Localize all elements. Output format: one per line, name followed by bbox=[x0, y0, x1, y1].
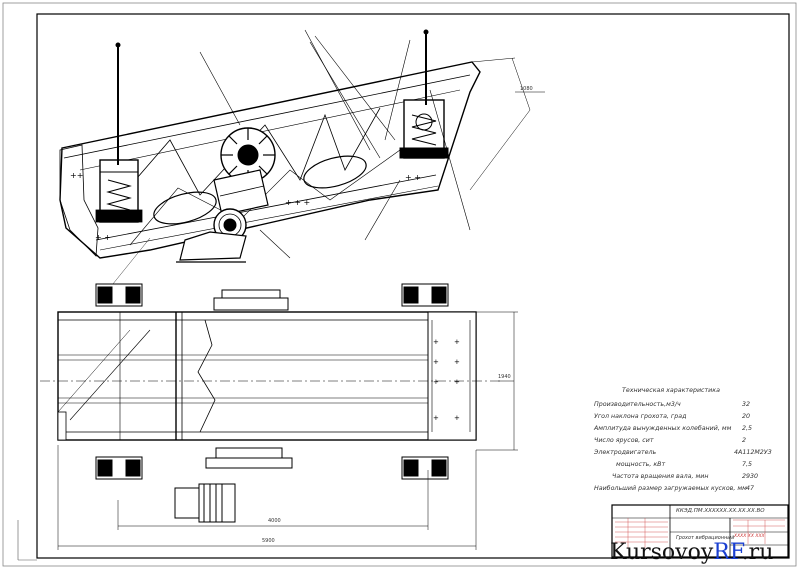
title-block bbox=[611, 504, 789, 558]
svg-text:+: + bbox=[454, 414, 460, 422]
spec-label: Амплитуда вынужденных колебаний, мм bbox=[594, 425, 732, 432]
title-block-doc-code: ККЭД.ПМ.ХХХХХХ.ХХ.ХХ.ХХ.ВО bbox=[676, 508, 765, 514]
watermark-part3: .ru bbox=[741, 540, 774, 565]
spec-label: Угол наклона грохота, град bbox=[594, 413, 687, 420]
dim-bottom-inner: 4000 bbox=[268, 518, 281, 524]
screen-body-plan bbox=[57, 311, 477, 441]
spec-label: Электродвигатель bbox=[594, 449, 657, 456]
svg-text:+ +: + + bbox=[95, 233, 111, 242]
watermark-part2: RF bbox=[713, 540, 742, 565]
dimension-lines bbox=[57, 311, 518, 550]
spec-value: 2,5 bbox=[742, 425, 753, 432]
drawing-frame bbox=[36, 13, 790, 559]
spec-value: 2 bbox=[742, 437, 747, 444]
spec-row: Частота вращения вала, мин 2930 bbox=[594, 473, 764, 484]
svg-text:++: ++ bbox=[70, 171, 83, 180]
watermark-logo: KursovoyRF.ru bbox=[610, 540, 773, 565]
spec-row: Электродвигатель 4А112М2УЗ bbox=[594, 449, 772, 460]
technical-specs-title: Техническая характеристика bbox=[622, 387, 720, 394]
spec-value: 7,5 bbox=[742, 461, 753, 468]
svg-text:+: + bbox=[454, 378, 460, 386]
spec-label: мощность, кВт bbox=[616, 461, 666, 468]
title-block-name: Грохот вибрационный bbox=[676, 535, 735, 541]
spec-label: Число ярусов, сит bbox=[594, 437, 654, 444]
svg-text:+: + bbox=[433, 414, 439, 422]
spec-row: мощность, кВт 7,5 bbox=[594, 461, 764, 472]
spec-row: Амплитуда вынужденных колебаний, мм 2,5 bbox=[594, 425, 764, 436]
title-block-right-code: ХХХХ ХХ ХХХ bbox=[734, 534, 765, 539]
spec-row: Число ярусов, сит 2 bbox=[594, 437, 764, 448]
dim-right-top: 1080 bbox=[520, 86, 533, 92]
watermark-part1: Kursovoy bbox=[610, 540, 714, 565]
side-window-left bbox=[153, 191, 217, 225]
plan-view: + + + + + + + + bbox=[40, 283, 500, 523]
spec-row: Наибольший размер загружаемых кусков, мм… bbox=[594, 485, 764, 496]
dim-bottom-overall: 5900 bbox=[262, 538, 275, 544]
spec-value: 2930 bbox=[742, 473, 759, 480]
spec-value: 4А112М2УЗ bbox=[734, 449, 772, 456]
svg-text:+: + bbox=[433, 378, 439, 386]
spec-value: 47 bbox=[746, 485, 755, 492]
spec-value: 20 bbox=[742, 413, 751, 420]
side-view: ++ + + + + + + + bbox=[59, 29, 545, 301]
spec-label: Производительность,м3/ч bbox=[594, 401, 681, 408]
svg-text:+: + bbox=[454, 338, 460, 346]
spec-label: Частота вращения вала, мин bbox=[612, 473, 709, 480]
spec-label: Наибольший размер загружаемых кусков, мм bbox=[594, 485, 747, 492]
side-window-right bbox=[303, 155, 367, 189]
spec-row: Производительность,м3/ч 32 bbox=[594, 401, 764, 412]
spec-row: Угол наклона грохота, град 20 bbox=[594, 413, 764, 424]
dim-right-mid: 1940 bbox=[498, 374, 511, 380]
plan-spring-supports bbox=[95, 283, 449, 480]
svg-text:+: + bbox=[433, 358, 439, 366]
svg-text:+ +: + + bbox=[405, 173, 421, 182]
plan-motor bbox=[174, 483, 236, 523]
spec-value: 32 bbox=[742, 401, 751, 408]
svg-text:+: + bbox=[454, 358, 460, 366]
svg-text:+: + bbox=[433, 338, 439, 346]
svg-text:+ + +: + + + bbox=[285, 198, 310, 207]
